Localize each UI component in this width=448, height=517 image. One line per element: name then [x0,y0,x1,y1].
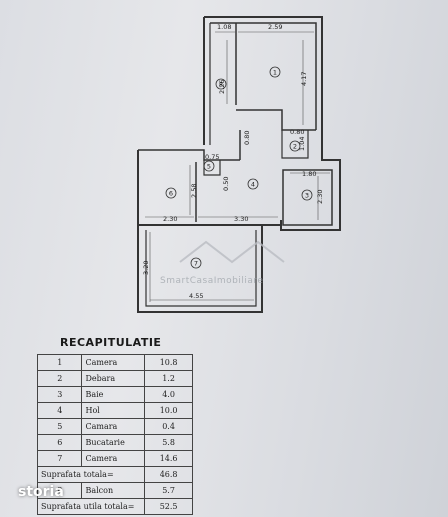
room-number: 4 [251,181,255,189]
row-number: 2 [36,370,83,387]
room-area: 4.0 [144,386,193,403]
table-row: 6 Bucatarie 5.8 [36,434,193,451]
room-area: 10.0 [144,402,193,419]
table-row: 5 Camara 0.4 [36,418,193,435]
recap-title: RECAPITULATIE [60,336,162,349]
room-name: Balcon [81,482,146,499]
dim-7: 0.80 [243,131,251,145]
useful-total-row: Suprafata utila totala= 52.5 [36,498,193,515]
dim-8: 0.75 [205,153,219,161]
dim-1: 1.08 [217,23,231,31]
total-value: 46.8 [144,466,193,483]
dim-5: 0.80 [290,128,304,136]
room-number: 7 [194,260,198,268]
wall-bath [282,169,333,226]
room-number: 1 [273,69,277,77]
room-area: 0.4 [144,418,193,435]
room-number: 3 [305,192,309,200]
useful-total-value: 52.5 [144,498,193,515]
dim-15: 3.20 [142,261,150,275]
table-row: 8 Balcon 5.7 [36,482,193,499]
table-row: 2 Debara 1.2 [36,370,193,387]
wall-room7 [137,225,263,313]
dim-3: 2.26 [218,80,226,94]
wall-kitchen-top [138,149,240,161]
room-name: Hol [81,402,146,419]
storia-logo: storia [18,484,64,500]
room-name: Camera [81,354,146,371]
row-number: 1 [36,354,83,371]
table-row: 1 Camera 10.8 [36,354,193,371]
wall-room7-inner [145,230,257,307]
row-number: 8 [36,482,83,499]
room-name: Bucatarie [81,434,146,451]
wall-inner-top [210,22,317,130]
dim-9: 1.80 [302,170,316,178]
room-area: 10.8 [144,354,193,371]
room-area: 1.2 [144,370,193,387]
dim-4: 4.17 [300,72,308,86]
room-name: Camara [81,418,146,435]
room-number: 6 [169,190,173,198]
room-name: Baie [81,386,146,403]
total-label: Suprafata totala= [36,466,146,483]
total-row: Suprafata totala= 46.8 [36,466,193,483]
row-number: 7 [36,450,83,467]
row-number: 3 [36,386,83,403]
dim-12: 2.30 [163,215,177,223]
room-area: 5.7 [144,482,193,499]
row-number: 5 [36,418,83,435]
wall-room2 [281,130,309,159]
dim-13: 2.30 [316,190,324,204]
table-row: 4 Hol 10.0 [36,402,193,419]
watermark-text: SmartCasaImobiliare [160,276,264,286]
dim-10: 2.58 [190,184,198,198]
room-number: 8 [219,81,223,89]
table-row: 3 Baie 4.0 [36,386,193,403]
dim-2: 2.59 [268,23,282,31]
room-area: 14.6 [144,450,193,467]
dim-6: 1.04 [298,137,306,151]
row-number: 4 [36,402,83,419]
wall-room1-bottom [236,109,316,131]
room-number: 2 [293,143,297,151]
useful-total-label: Suprafata utila totala= [36,498,146,515]
room-number: 5 [207,163,211,171]
wall-outline-top [204,16,341,231]
dim-14: 3.30 [234,215,248,223]
dim-16: 4.55 [189,292,203,300]
room-area: 5.8 [144,434,193,451]
floor-plan-drawing: 1.08 2.59 2.26 4.17 0.80 1.04 0.80 0.75 … [137,16,341,313]
recap-table: 1 Camera 10.8 2 Debara 1.2 3 Baie 4.0 4 … [36,354,193,515]
table-row: 7 Camera 14.6 [36,450,193,467]
room-name: Camera [81,450,146,467]
room-name: Debara [81,370,146,387]
dim-11: 0.50 [222,177,230,191]
row-number: 6 [36,434,83,451]
